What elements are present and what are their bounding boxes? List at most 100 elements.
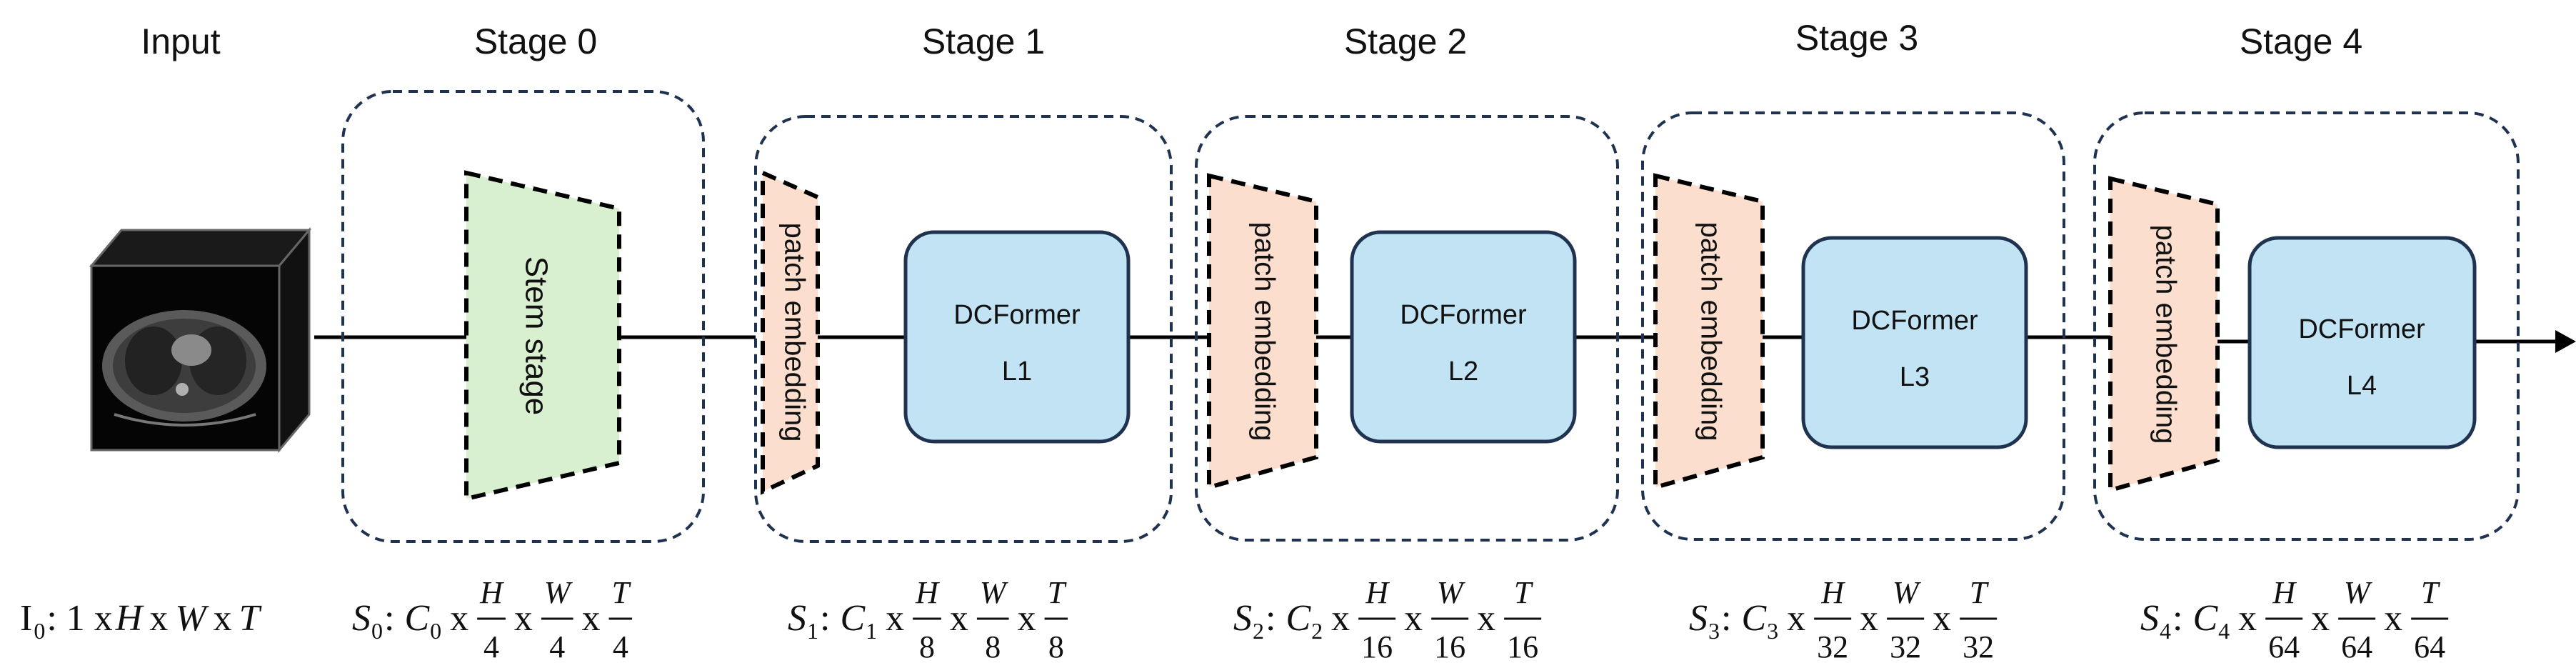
input-dim-t: T	[239, 598, 262, 639]
fraction-numerator: T	[1514, 575, 1534, 610]
stem-stage-block	[464, 170, 621, 502]
fraction-numerator: T	[1970, 575, 1990, 610]
stage-2-symbol: S	[1233, 598, 1252, 639]
patch-embedding-block-4	[2108, 176, 2220, 493]
fraction-numerator: T	[2421, 575, 2441, 610]
input-formula-text: : 1 x	[46, 598, 112, 639]
times-sign: x	[2384, 598, 2402, 639]
fraction-numerator: W	[980, 575, 1008, 610]
dcformer-level-2: L2	[1448, 357, 1478, 387]
fraction-denominator: 16	[1507, 629, 1538, 664]
fraction-denominator: 8	[985, 629, 1001, 664]
stage-0-container	[341, 90, 705, 543]
times-sign: x	[149, 598, 168, 639]
title-stage-3: Stage 3	[1795, 18, 1918, 58]
stage-3-symbol: S	[1689, 598, 1708, 639]
patch-embedding-label-4: patch embedding	[2150, 225, 2181, 444]
title-stage-4: Stage 4	[2240, 21, 2362, 61]
input-symbol: I	[20, 598, 32, 639]
times-sign: x	[1787, 598, 1805, 639]
times-sign: x	[886, 598, 904, 639]
title-stage-0: Stage 0	[474, 21, 597, 61]
dcformer-name-4: DCFormer	[2298, 314, 2425, 344]
channel-subscript: 4	[2218, 618, 2230, 644]
times-sign: x	[582, 598, 601, 639]
channel-symbol: C	[2192, 598, 2218, 639]
patch-embedding-label-1: patch embedding	[778, 223, 810, 442]
fraction-numerator: H	[1820, 575, 1845, 610]
arrowhead-icon	[2555, 330, 2576, 353]
times-sign: x	[1860, 598, 1878, 639]
fraction-denominator: 16	[1434, 629, 1465, 664]
times-sign: x	[1933, 598, 1951, 639]
dcformer-level-4: L4	[2347, 371, 2377, 401]
times-sign: x	[1331, 598, 1350, 639]
fraction-denominator: 8	[919, 629, 935, 664]
stage-2-subscript: 2	[1253, 618, 1264, 644]
ct-volume-icon	[89, 226, 312, 454]
fraction-denominator: 64	[2414, 629, 2445, 664]
colon: :	[1721, 598, 1731, 639]
channel-subscript: 3	[1767, 618, 1778, 644]
dcformer-name-2: DCFormer	[1400, 300, 1527, 330]
stage-3-subscript: 3	[1708, 618, 1720, 644]
stage-2-container	[1195, 115, 1619, 542]
title-stage-1: Stage 1	[922, 21, 1045, 61]
times-sign: x	[2311, 598, 2330, 639]
title-input: Input	[141, 21, 220, 61]
input-dim-h: H	[115, 598, 144, 639]
times-sign: x	[514, 598, 533, 639]
fraction-denominator: 4	[549, 629, 565, 664]
fraction-numerator: H	[915, 575, 940, 610]
fraction-denominator: 16	[1361, 629, 1393, 664]
fraction-numerator: W	[1893, 575, 1921, 610]
times-sign: x	[2238, 598, 2257, 639]
patch-embedding-label-3: patch embedding	[1695, 222, 1726, 442]
title-stage-2: Stage 2	[1344, 21, 1467, 61]
patch-embedding-label-2: patch embedding	[1248, 222, 1280, 442]
channel-subscript: 2	[1311, 618, 1323, 644]
fraction-numerator: H	[1365, 575, 1390, 610]
stem-stage-label: Stem stage	[518, 256, 553, 416]
times-sign: x	[1477, 598, 1495, 639]
input-subscript: 0	[34, 618, 45, 644]
input-dim-w: W	[175, 598, 209, 639]
stage-4-container	[2093, 111, 2520, 541]
stage-4-subscript: 4	[2160, 618, 2171, 644]
dcformer-name-3: DCFormer	[1851, 306, 1978, 336]
fraction-denominator: 64	[2341, 629, 2372, 664]
fraction-denominator: 32	[1817, 629, 1848, 664]
times-sign: x	[450, 598, 468, 639]
fraction-denominator: 4	[483, 629, 499, 664]
stage-0-symbol: S	[352, 598, 371, 639]
fraction-numerator: W	[544, 575, 573, 610]
patch-embedding-block-3	[1653, 173, 1765, 490]
channel-subscript: 1	[866, 618, 877, 644]
fraction-denominator: 4	[613, 629, 628, 664]
stage-1-subscript: 1	[807, 618, 818, 644]
patch-embedding-block-1	[761, 169, 820, 495]
times-sign: x	[1404, 598, 1423, 639]
dcformer-name-1: DCFormer	[953, 300, 1081, 330]
stage-4-symbol: S	[2140, 598, 2159, 639]
channel-subscript: 0	[430, 618, 441, 644]
fraction-numerator: H	[479, 575, 504, 610]
dcformer-block-4	[2247, 236, 2477, 449]
stage-3-container	[1641, 111, 2065, 541]
times-sign: x	[1018, 598, 1036, 639]
fraction-denominator: 32	[1890, 629, 1921, 664]
dcformer-block-1	[903, 230, 1131, 444]
colon: :	[2172, 598, 2182, 639]
fraction-numerator: H	[2272, 575, 2297, 610]
channel-symbol: C	[1286, 598, 1311, 639]
times-sign: x	[950, 598, 968, 639]
stage-1-symbol: S	[788, 598, 806, 639]
fraction-numerator: W	[2344, 575, 2372, 610]
colon: :	[384, 598, 394, 639]
dcformer-level-1: L1	[1002, 357, 1032, 387]
times-sign: x	[214, 598, 232, 639]
fraction-denominator: 8	[1048, 629, 1064, 664]
colon: :	[820, 598, 830, 639]
